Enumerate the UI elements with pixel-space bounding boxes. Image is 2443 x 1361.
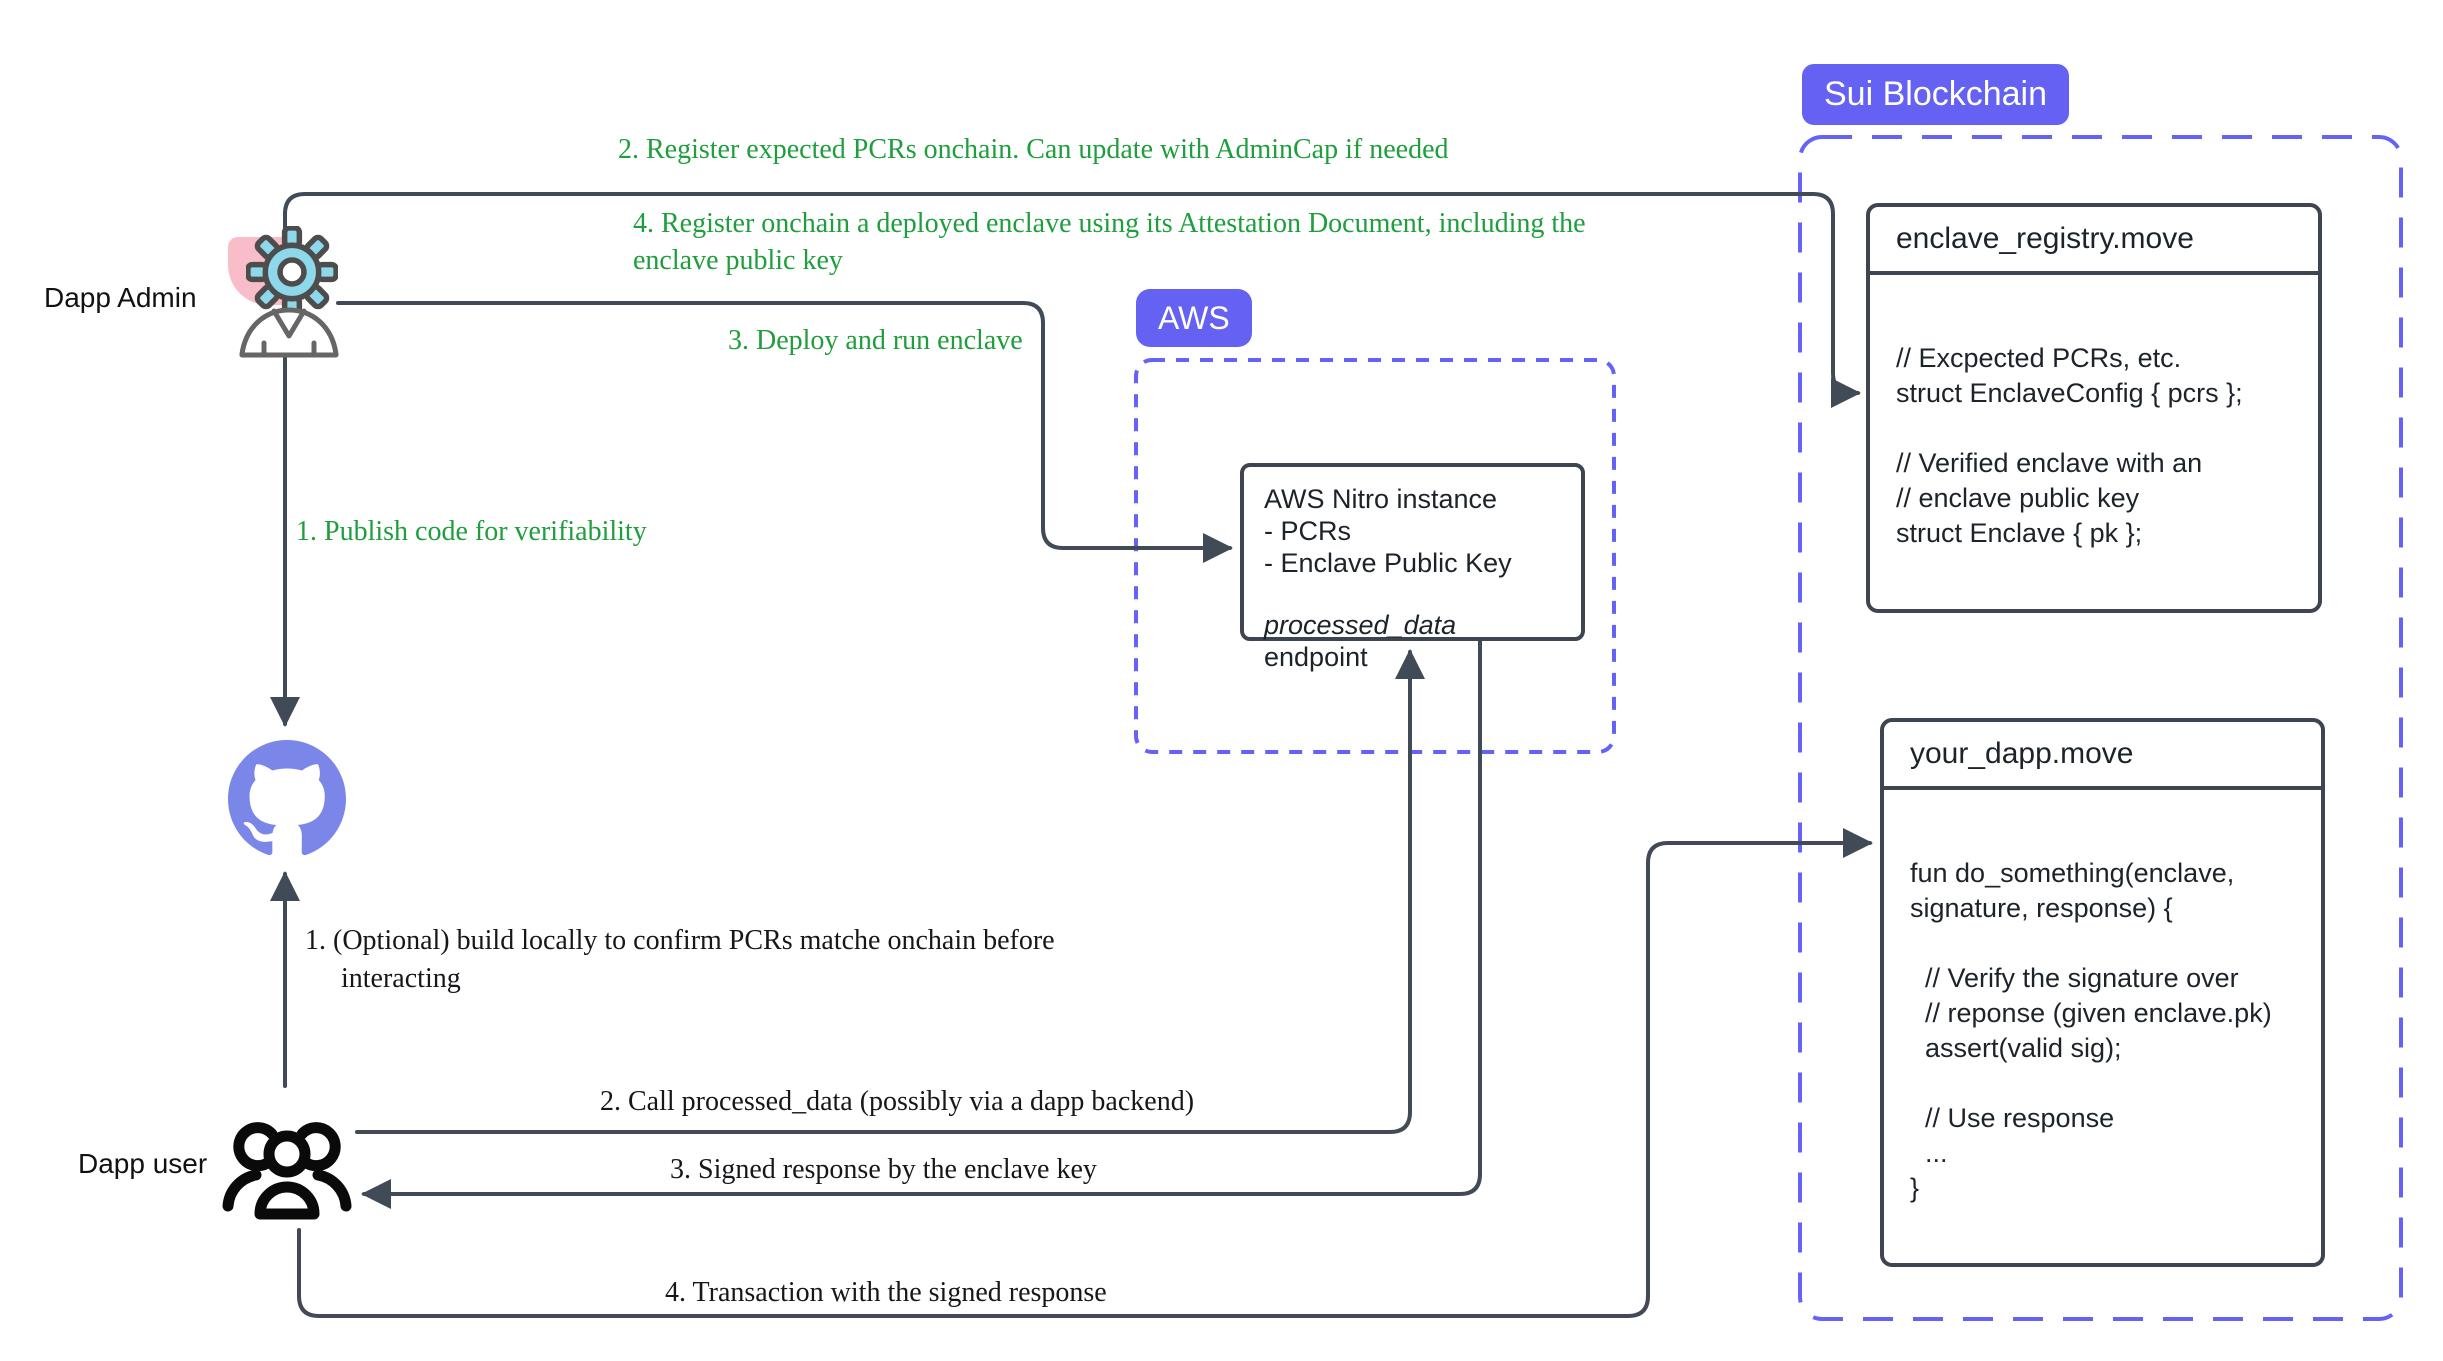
your-dapp-title: your_dapp.move — [1884, 722, 2321, 790]
green-step-2: 2. Register expected PCRs onchain. Can u… — [618, 134, 1449, 165]
dapp-admin-label: Dapp Admin — [44, 282, 197, 313]
wire-nitro-to-user — [361, 639, 1482, 1209]
aws-nitro-box: AWS Nitro instance - PCRs - Enclave Publ… — [1240, 463, 1585, 672]
enclave-registry-box: enclave_registry.move // Excpected PCRs,… — [1866, 203, 2322, 613]
user-step-4: 4. Transaction with the signed response — [665, 1277, 1107, 1308]
users-group-icon — [220, 1110, 354, 1226]
dapp-user-label: Dapp user — [78, 1148, 208, 1179]
aws-region-border — [1134, 358, 1616, 754]
user-step-1-line1: 1. (Optional) build locally to confirm P… — [305, 925, 1055, 956]
github-icon — [227, 740, 347, 858]
your-dapp-code: fun do_something(enclave, signature, res… — [1910, 858, 2272, 1203]
wire-admin-to-nitro — [336, 301, 1233, 563]
enclave-registry-code: // Excpected PCRs, etc. struct EnclaveCo… — [1896, 343, 2243, 548]
person-icon — [236, 296, 342, 358]
sui-blockchain-badge: Sui Blockchain — [1802, 64, 2070, 125]
green-step-3: 3. Deploy and run enclave — [728, 325, 1023, 356]
enclave-registry-title: enclave_registry.move — [1870, 207, 2318, 275]
user-step-1-line2: interacting — [341, 963, 461, 994]
nitro-endpoint-name: processed_data — [1264, 610, 1457, 640]
green-step-1: 1. Publish code for verifiability — [296, 516, 647, 547]
wire-user-to-dapp — [297, 828, 1873, 1318]
your-dapp-box: your_dapp.move fun do_something(enclave,… — [1880, 718, 2325, 1267]
nitro-endpoint-line: processed_data endpoint — [1264, 609, 1561, 673]
nitro-line-1: AWS Nitro instance — [1264, 484, 1498, 514]
aws-badge: AWS — [1136, 289, 1252, 348]
nitro-line-2: - PCRs — [1264, 516, 1351, 546]
wire-user-to-nitro — [355, 649, 1425, 1134]
sui-blockchain-region-border — [1798, 135, 2403, 1321]
green-step-4: 4. Register onchain a deployed enclave u… — [633, 208, 1586, 276]
nitro-line-3: - Enclave Public Key — [1264, 548, 1512, 578]
user-step-2: 2. Call processed_data (possibly via a d… — [600, 1086, 1195, 1117]
nitro-endpoint-suffix: endpoint — [1264, 642, 1368, 672]
wire-admin-to-registry — [283, 192, 1861, 408]
user-step-3: 3. Signed response by the enclave key — [670, 1154, 1097, 1185]
gear-icon — [245, 225, 339, 319]
